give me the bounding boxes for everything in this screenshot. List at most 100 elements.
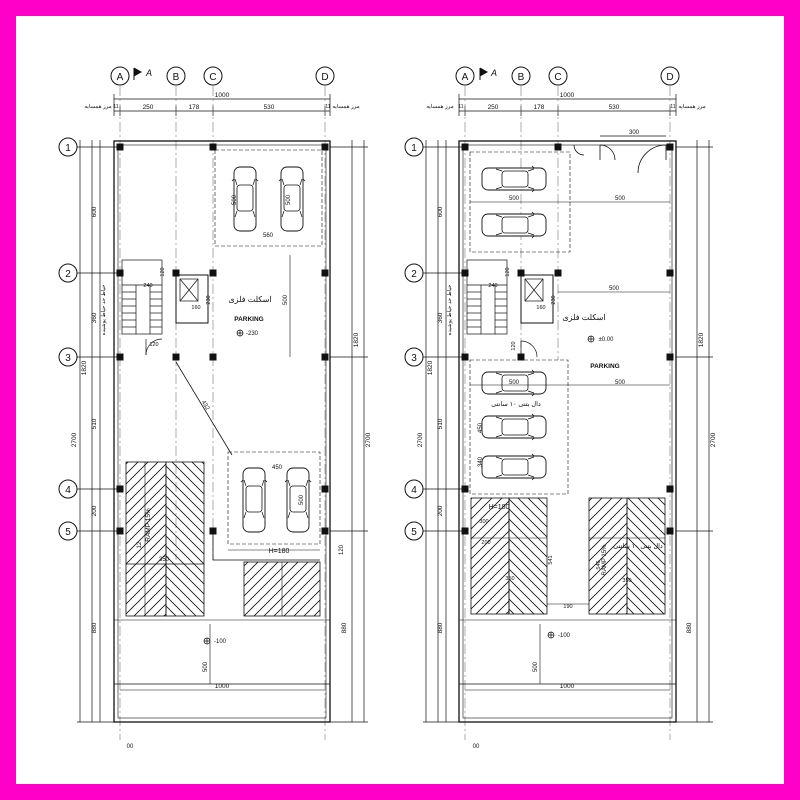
- axis-label: 3: [411, 353, 417, 364]
- parking-label: PARKING: [590, 363, 620, 370]
- bay-width-dim: 178: [189, 104, 200, 111]
- ramp-dim: 190: [563, 604, 572, 610]
- section-arrow-icon: [479, 67, 489, 80]
- bottom-depth-dim: 500: [533, 661, 539, 672]
- left-side-dimensions: [77, 140, 368, 723]
- floor-plans-drawing: A A B C D 1000 250 178 530 مرز همسایه مر…: [58, 66, 717, 750]
- ramp-height: H=180: [269, 548, 290, 555]
- door-icon: [573, 135, 667, 174]
- total-dim: 1820: [81, 360, 88, 375]
- row-dim: 880: [341, 622, 348, 633]
- ramp-dim: 350: [622, 578, 631, 584]
- axis-label: 4: [65, 485, 71, 496]
- stair-dim: 240: [488, 283, 497, 289]
- parking-dim: 500: [299, 494, 305, 505]
- stair-dim: 240: [143, 283, 152, 289]
- axis-label: C: [554, 72, 561, 83]
- parking-bay-bottom: [227, 451, 321, 545]
- axis-label: A: [117, 72, 124, 83]
- row-dim: 880: [437, 622, 444, 633]
- stair-dim: 120: [505, 267, 511, 276]
- bay-width-dim: 250: [143, 104, 154, 111]
- side-width-dim: 11: [458, 104, 463, 110]
- boundary-label: مرز همسایه: [678, 103, 705, 110]
- parking-dim: 500: [509, 196, 520, 202]
- bottom-depth-dim: 500: [203, 661, 209, 672]
- parking-dim: 500: [615, 196, 626, 202]
- parking-dim: 560: [263, 233, 274, 239]
- ramp-dim: 200: [481, 540, 490, 546]
- axis-label: 5: [65, 527, 71, 538]
- gap-dim: 450: [478, 422, 484, 433]
- row-dim: 360: [437, 312, 444, 323]
- car-icon: [482, 212, 546, 238]
- total-dim: 1820: [427, 360, 434, 375]
- vertical-note: حیاط حد حیاط پوشیده: [100, 284, 107, 336]
- level-label: -230: [246, 331, 259, 337]
- level-label: -100: [558, 633, 571, 639]
- left-ramp-hatch: [125, 461, 205, 617]
- axis-label: 3: [65, 353, 71, 364]
- angle-dim: 00: [473, 744, 480, 750]
- stair-dim: 230: [551, 295, 557, 304]
- axis-label: A: [462, 72, 469, 83]
- bay-width-dim: 250: [488, 104, 499, 111]
- overall-width-dim: 1000: [560, 92, 575, 99]
- stair-dim: 120: [149, 342, 158, 348]
- section-arrow-icon: [133, 67, 143, 80]
- door-width: 300: [629, 130, 640, 136]
- total-dim: 2700: [710, 432, 717, 447]
- space-label: اسکلت فلزی: [228, 295, 271, 304]
- hatch-dim: 350: [159, 557, 170, 563]
- car-icon: [482, 454, 546, 480]
- parking-bay-top: [214, 149, 323, 247]
- left-outer-walls: [113, 140, 331, 723]
- stair-dim: 160: [191, 305, 200, 311]
- ramp-label: RAMP 15%: [602, 544, 608, 576]
- total-dim: 1820: [353, 332, 360, 347]
- level-marker-icon: [236, 329, 244, 337]
- row-dim: 880: [686, 622, 693, 633]
- row-dim: 200: [91, 505, 98, 516]
- right-grid-lines: [464, 86, 671, 740]
- ramp-dim: 546: [596, 560, 602, 569]
- side-width-dim: 11: [113, 104, 118, 110]
- section-mark: A: [145, 68, 152, 78]
- axis-label: B: [518, 72, 525, 83]
- diagonal-dim: 432: [200, 400, 211, 412]
- ramp-note: دال بتنی ۱۰ سانتی: [613, 542, 663, 550]
- parking-dim: 500: [232, 194, 238, 205]
- stair-dim: 230: [206, 295, 212, 304]
- ramp-height: H=180: [489, 504, 510, 511]
- level-marker-icon: [587, 335, 595, 343]
- level-label: -100: [214, 639, 227, 645]
- car-icon: [284, 467, 312, 533]
- axis-label: 4: [411, 485, 417, 496]
- stair-dim: 160: [536, 305, 545, 311]
- level-marker-icon: [547, 631, 555, 639]
- left-plan: A A B C D 1000 250 178 530 مرز همسایه مر…: [58, 66, 372, 750]
- total-dim: 2700: [417, 432, 424, 447]
- left-axis-markers: A A B C D: [110, 66, 335, 86]
- vertical-note: حیاط حد حیاط پوشیده: [446, 284, 453, 336]
- parking-dim: 500: [615, 380, 626, 386]
- stair-dim: 120: [511, 341, 517, 350]
- bay-width-dim: 530: [264, 104, 275, 111]
- total-dim: 2700: [365, 432, 372, 447]
- right-plan: A A B C D 1000 250 178 530 مرز همسایه مر…: [404, 66, 717, 750]
- right-row-markers: 1 2 3 4 5: [404, 137, 424, 541]
- row-dim: 600: [91, 206, 98, 217]
- axis-label: 2: [65, 269, 71, 280]
- axis-label: B: [173, 72, 180, 83]
- parking-dim: 500: [286, 194, 292, 205]
- drawing-sheet: A A B C D 1000 250 178 530 مرز همسایه مر…: [16, 16, 784, 784]
- overall-width-dim: 1000: [215, 92, 230, 99]
- car-icon: [278, 166, 306, 232]
- car-icon: [482, 166, 546, 192]
- axis-label: D: [666, 72, 673, 83]
- axis-label: 5: [411, 527, 417, 538]
- parking-bay-middle: [469, 359, 569, 495]
- parking-dim: 500: [509, 380, 520, 386]
- car-icon: [240, 467, 268, 533]
- right-stair: [466, 259, 554, 358]
